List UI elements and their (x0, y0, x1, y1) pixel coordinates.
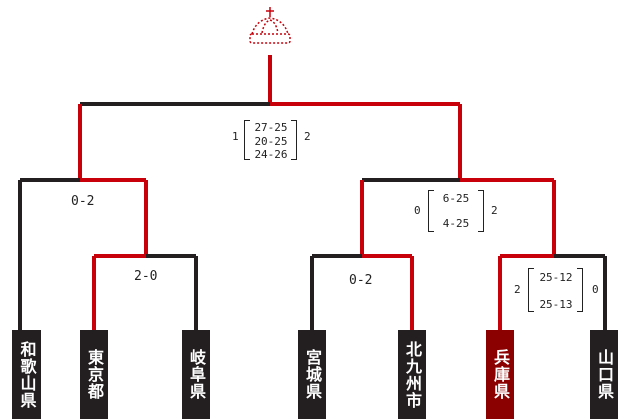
final-set-scores: 27-25 20-25 24-26 (252, 122, 290, 160)
sf-right-right-sets: 2 (491, 204, 498, 217)
team-name: 北九州市 (403, 340, 422, 409)
r1-right-set-scores: 25-12 25-13 (538, 272, 574, 310)
team-name: 岐阜県 (187, 349, 206, 400)
team-name: 山口県 (595, 349, 614, 400)
sf-right-bracket-open (428, 190, 434, 232)
r1-right-right-sets: 0 (592, 283, 599, 296)
team-gifu: 岐阜県 (182, 330, 210, 419)
team-name: 和歌山県 (17, 340, 37, 409)
r1-right-bracket-open (528, 268, 534, 312)
r1-right-set-2: 25-13 (539, 298, 573, 311)
final-set-3: 24-26 (254, 148, 288, 161)
team-yamaguchi: 山口県 (590, 330, 618, 419)
final-left-sets: 1 (232, 130, 239, 143)
team-name: 宮城県 (303, 349, 322, 400)
crown-arch (251, 17, 289, 35)
team-kitakyushu: 北九州市 (398, 330, 426, 419)
final-right-sets: 2 (304, 130, 311, 143)
crown-icon (249, 7, 291, 44)
sf-left-score: 0-2 (71, 194, 95, 209)
sf-right-bracket-close (478, 190, 484, 232)
r1-mid-score: 0-2 (349, 273, 373, 288)
team-tokyo: 東京都 (80, 330, 108, 419)
sf-right-set-2: 4-25 (442, 217, 470, 230)
sf-right-set-1: 6-25 (442, 192, 470, 205)
team-name: 東京都 (85, 349, 104, 400)
bracket-lines (18, 55, 607, 330)
final-bracket-open (244, 120, 250, 160)
final-set-2: 20-25 (254, 134, 288, 148)
team-miyagi: 宮城県 (298, 330, 326, 419)
crown-band (249, 33, 291, 44)
sf-right-set-scores: 6-25 4-25 (438, 193, 474, 229)
r1-right-set-1: 25-12 (539, 271, 573, 284)
crown-inner-arch (261, 19, 279, 34)
r1-left-score: 2-0 (134, 269, 158, 284)
final-set-1: 27-25 (254, 121, 288, 134)
r1-right-bracket-close (577, 268, 583, 312)
team-name: 兵庫県 (491, 349, 510, 400)
team-wakayama: 和歌山県 (12, 330, 41, 419)
team-hyogo: 兵庫県 (486, 330, 514, 419)
sf-right-left-sets: 0 (414, 204, 421, 217)
r1-right-left-sets: 2 (514, 283, 521, 296)
final-bracket-close (291, 120, 297, 160)
